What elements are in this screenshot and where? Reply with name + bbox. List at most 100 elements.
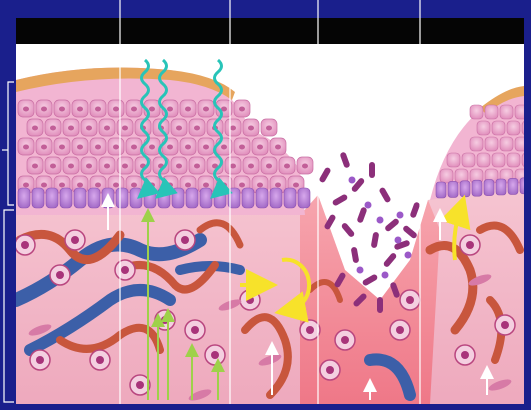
dermal-cell-nucleus [136, 381, 144, 389]
dermal-cell-nucleus [396, 326, 404, 334]
cell-nucleus [221, 145, 227, 150]
basal-cell [130, 188, 142, 208]
cell-nucleus [248, 164, 254, 169]
basal-cell [46, 188, 58, 208]
basal-cell [74, 188, 86, 208]
cell-nucleus [23, 183, 29, 188]
cell-nucleus [185, 183, 191, 188]
cell-nucleus [68, 164, 74, 169]
cocci [349, 177, 356, 184]
cell-nucleus [32, 126, 38, 131]
cell-nucleus [86, 126, 92, 131]
dermal-cell-nucleus [56, 271, 64, 279]
cell-nucleus [149, 145, 155, 150]
epidermal-cell [462, 153, 475, 167]
cell-nucleus [131, 183, 137, 188]
cell-nucleus [284, 164, 290, 169]
cell-nucleus [257, 145, 263, 150]
dermal-cell-nucleus [246, 296, 254, 304]
dermal-cell-nucleus [21, 241, 29, 249]
basal-cell [436, 182, 446, 198]
cell-nucleus [23, 107, 29, 112]
cell-nucleus [41, 145, 47, 150]
epidermal-cell [477, 121, 490, 135]
cell-nucleus [266, 126, 272, 131]
cell-nucleus [50, 164, 56, 169]
basal-cell [472, 180, 482, 196]
dermal-cell-nucleus [36, 356, 44, 364]
dermal-cell-nucleus [71, 236, 79, 244]
cell-nucleus [41, 183, 47, 188]
epidermal-cell [477, 153, 490, 167]
cell-nucleus [59, 107, 65, 112]
cell-nucleus [203, 107, 209, 112]
cell-nucleus [131, 145, 137, 150]
basal-cell [116, 188, 128, 208]
cell-nucleus [23, 145, 29, 150]
epidermal-cell [507, 153, 520, 167]
cell-nucleus [248, 126, 254, 131]
cell-nucleus [59, 183, 65, 188]
epidermal-cell [440, 169, 453, 183]
basal-cell [60, 188, 72, 208]
basal-cell [284, 188, 296, 208]
cell-nucleus [239, 107, 245, 112]
cell-nucleus [230, 126, 236, 131]
cell-nucleus [95, 107, 101, 112]
cell-nucleus [239, 183, 245, 188]
basal-cell [496, 179, 506, 195]
basal-cell [172, 188, 184, 208]
cell-nucleus [77, 183, 83, 188]
basal-cell [200, 188, 212, 208]
basal-cell [186, 188, 198, 208]
cell-nucleus [185, 145, 191, 150]
epidermal-cell [470, 137, 483, 151]
dermal-cell-nucleus [121, 266, 129, 274]
cell-nucleus [113, 145, 119, 150]
dermal-cell-nucleus [211, 351, 219, 359]
cocci [377, 217, 384, 224]
dermal-cell-nucleus [501, 321, 509, 329]
epidermal-cell [485, 137, 498, 151]
cell-nucleus [302, 164, 308, 169]
cell-nucleus [185, 107, 191, 112]
cell-nucleus [275, 145, 281, 150]
epidermal-cell [500, 137, 513, 151]
epidermal-cell [485, 105, 498, 119]
cell-nucleus [104, 126, 110, 131]
basal-cell [508, 178, 518, 194]
cocci [357, 267, 364, 274]
cell-nucleus [32, 164, 38, 169]
cell-nucleus [122, 164, 128, 169]
epidermal-cell [470, 105, 483, 119]
cell-nucleus [113, 183, 119, 188]
cocci [365, 202, 372, 209]
cell-nucleus [41, 107, 47, 112]
cell-nucleus [95, 183, 101, 188]
bacterium-icon [377, 297, 383, 313]
epidermal-cell [492, 121, 505, 135]
cell-nucleus [275, 183, 281, 188]
dermal-cell-nucleus [191, 326, 199, 334]
basal-cell [242, 188, 254, 208]
cell-nucleus [239, 145, 245, 150]
dermal-cell-nucleus [406, 296, 414, 304]
cell-nucleus [194, 126, 200, 131]
basal-cell [88, 188, 100, 208]
cell-nucleus [95, 145, 101, 150]
cell-nucleus [230, 164, 236, 169]
cell-nucleus [257, 183, 263, 188]
basal-cell [270, 188, 282, 208]
cell-nucleus [122, 126, 128, 131]
cell-nucleus [50, 126, 56, 131]
cell-nucleus [176, 126, 182, 131]
dermal-cell-nucleus [461, 351, 469, 359]
dermal-cell-nucleus [466, 241, 474, 249]
cell-nucleus [203, 145, 209, 150]
cocci [382, 272, 389, 279]
cell-nucleus [131, 107, 137, 112]
basal-cell [18, 188, 30, 208]
basal-cell [460, 181, 470, 197]
